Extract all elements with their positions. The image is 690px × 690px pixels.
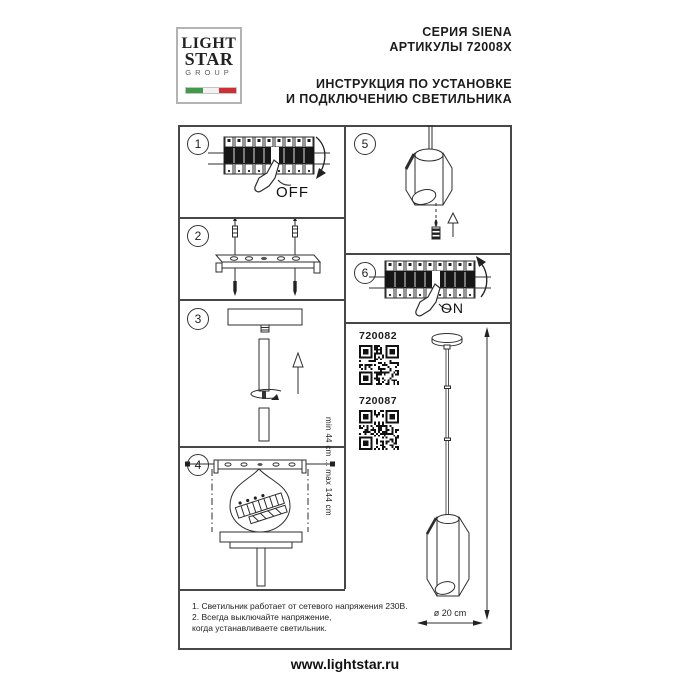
qr-code-720082 bbox=[359, 345, 399, 385]
article-720087-label: 720087 bbox=[359, 395, 398, 407]
pendant-dimension-drawing bbox=[417, 327, 490, 626]
divider-h6 bbox=[345, 322, 512, 324]
logo-word-group: GROUP bbox=[185, 68, 233, 77]
note-line-2: 2. Всегда выключайте напряжение, bbox=[192, 612, 332, 622]
instruction-title-line1: ИНСТРУКЦИЯ ПО УСТАНОВКЕ bbox=[315, 77, 512, 91]
step-2-digit: 2 bbox=[194, 229, 202, 243]
step-3-rod-illustration bbox=[227, 308, 304, 442]
divider-h5 bbox=[345, 253, 512, 255]
note-line-1: 1. Светильник работает от сетевого напря… bbox=[192, 601, 408, 611]
content-grid: 1 2 3 4 5 6 OFF bbox=[178, 125, 512, 650]
safety-notes: 1. Светильник работает от сетевого напря… bbox=[192, 601, 472, 634]
logo-word-light: LIGHT bbox=[181, 35, 237, 52]
step-2-number: 2 bbox=[187, 225, 209, 247]
logo-word-star: STAR bbox=[184, 49, 234, 69]
step-6-breaker-on-illustration bbox=[369, 256, 492, 317]
flag-red bbox=[219, 88, 237, 93]
instruction-title-line2: И ПОДКЛЮЧЕНИЮ СВЕТИЛЬНИКА bbox=[286, 92, 512, 106]
articles-title: АРТИКУЛЫ 72008X bbox=[389, 40, 512, 54]
divider-vertical bbox=[344, 125, 346, 589]
divider-h4 bbox=[178, 589, 345, 591]
diameter-dimension-label: ø 20 cm bbox=[433, 608, 467, 618]
step-1-breaker-off-illustration bbox=[208, 136, 331, 193]
step-3-digit: 3 bbox=[194, 312, 202, 326]
divider-h1 bbox=[178, 217, 345, 219]
step-4-digit: 4 bbox=[194, 458, 202, 472]
website-url: www.lightstar.ru bbox=[290, 656, 400, 672]
series-title: СЕРИЯ SIENA bbox=[422, 25, 512, 39]
height-dimension-label: min 44 cm ... max 144 cm bbox=[324, 417, 333, 516]
step-6-digit: 6 bbox=[361, 266, 369, 280]
flag-white bbox=[202, 88, 220, 93]
step-5-number: 5 bbox=[354, 133, 376, 155]
step-5-digit: 5 bbox=[361, 137, 369, 151]
note-line-3: когда устанавливаете светильник. bbox=[192, 623, 327, 633]
on-label: ON bbox=[441, 300, 464, 316]
qr-code-720087 bbox=[359, 410, 399, 450]
divider-h2 bbox=[178, 299, 345, 301]
lightstar-logo: LIGHT STAR GROUP bbox=[176, 27, 242, 104]
off-label: OFF bbox=[276, 184, 309, 201]
step-4-wiring-illustration bbox=[185, 459, 335, 587]
divider-h3 bbox=[178, 446, 345, 448]
article-720082-label: 720082 bbox=[359, 330, 398, 342]
step-6-number: 6 bbox=[354, 262, 376, 284]
step-1-number: 1 bbox=[187, 133, 209, 155]
italian-flag-stripe bbox=[185, 87, 237, 94]
step-2-bracket-illustration bbox=[214, 219, 322, 296]
step-3-number: 3 bbox=[187, 308, 209, 330]
flag-green bbox=[186, 88, 203, 93]
step-1-digit: 1 bbox=[194, 137, 202, 151]
step-5-bulb-illustration bbox=[404, 125, 459, 240]
